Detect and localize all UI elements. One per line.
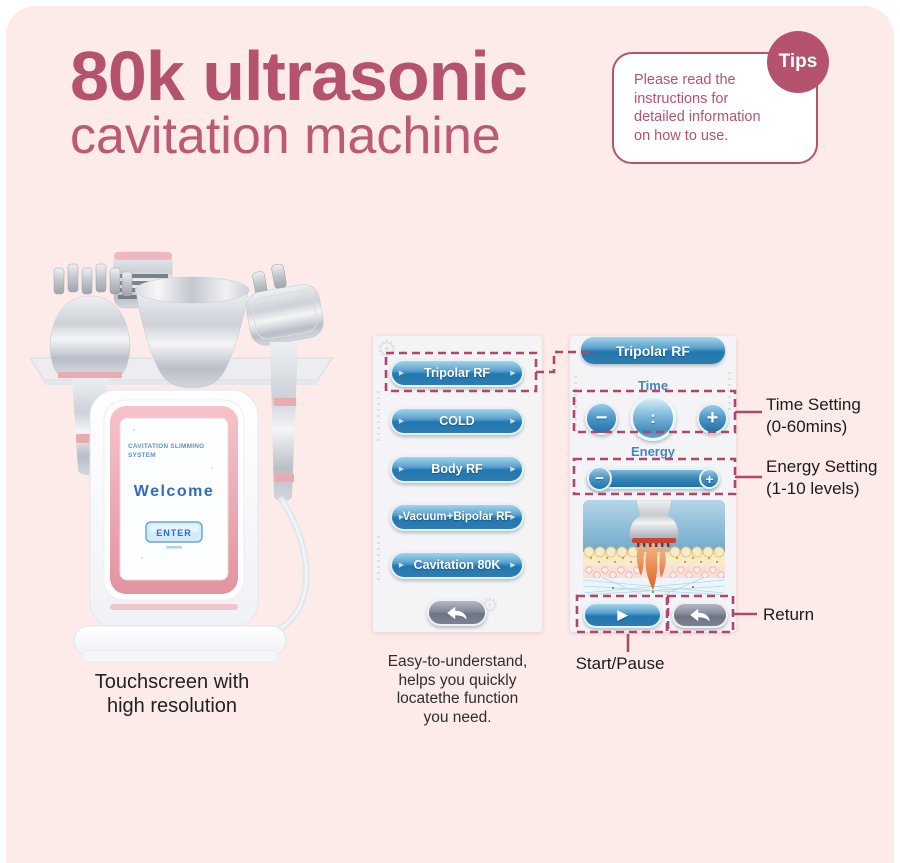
treatment-illustration bbox=[583, 500, 725, 595]
menu-button-cavitation-80k[interactable]: ▸ Cavitation 80K ▸ bbox=[390, 551, 524, 579]
menu-button-cold[interactable]: ▸ COLD ▸ bbox=[390, 407, 524, 435]
time-minus-button[interactable]: − bbox=[585, 402, 618, 435]
pill-arrow-icon: ▸ bbox=[510, 559, 515, 570]
pill-arrow-icon: ▸ bbox=[399, 463, 404, 474]
machine-photo: CAVITATION SLIMMING SYSTEM Welcome ENTER bbox=[22, 238, 342, 668]
plus-icon: + bbox=[705, 470, 714, 487]
machine-caption-line: high resolution bbox=[106, 695, 238, 717]
annotation-line: (1-10 levels) bbox=[766, 478, 860, 498]
menu-button-label: Tripolar RF bbox=[424, 366, 490, 380]
minus-icon: − bbox=[595, 407, 608, 429]
machine-caption: Touchscreen with high resolution bbox=[60, 670, 284, 718]
detail-header-label: Tripolar RF bbox=[616, 342, 690, 359]
circuit-decoration bbox=[377, 536, 380, 582]
menu-button-vacuum-bipolar-rf[interactable]: ▸ Vacuum+Bipolar RF ▸ bbox=[390, 503, 524, 531]
start-pause-button[interactable]: ▶ bbox=[583, 602, 662, 628]
menu-button-label: Cavitation 80K bbox=[413, 558, 501, 572]
time-display-value: : bbox=[650, 408, 656, 427]
pill-arrow-icon: ▸ bbox=[510, 463, 515, 474]
machine-svg: CAVITATION SLIMMING SYSTEM Welcome ENTER bbox=[29, 251, 333, 663]
menu-button-label: COLD bbox=[439, 414, 475, 428]
menu-caption-line: locatethe function bbox=[396, 690, 519, 707]
menu-caption-line: Easy-to-understand, bbox=[387, 653, 528, 670]
probe-head bbox=[629, 500, 679, 539]
menu-screen: ⚙ ⚙ ▸ Tripolar RF ▸ ▸ COLD ▸ ▸ Body RF ▸… bbox=[373, 336, 542, 632]
energy-setting-annotation: Energy Setting (1-10 levels) bbox=[766, 456, 878, 499]
minus-icon: − bbox=[595, 470, 604, 487]
pill-arrow-icon: ▸ bbox=[510, 367, 515, 378]
time-display: : bbox=[630, 395, 676, 441]
pill-arrow-icon: ▸ bbox=[399, 415, 404, 426]
menu-screen-caption: Easy-to-understand, helps you quickly lo… bbox=[374, 653, 541, 727]
gear-icon: ⚙ bbox=[376, 336, 398, 363]
return-button[interactable] bbox=[672, 602, 728, 628]
circuit-decoration bbox=[377, 391, 380, 443]
machine-screen-heading-line1: CAVITATION SLIMMING bbox=[128, 443, 204, 450]
play-icon: ▶ bbox=[617, 607, 628, 622]
pill-arrow-icon: ▸ bbox=[510, 415, 515, 426]
return-annotation: Return bbox=[763, 605, 815, 624]
menu-button-body-rf[interactable]: ▸ Body RF ▸ bbox=[390, 455, 524, 483]
time-plus-button[interactable]: + bbox=[697, 403, 728, 434]
plus-icon: + bbox=[706, 407, 719, 429]
pill-arrow-icon: ▸ bbox=[510, 511, 515, 522]
time-setting-annotation: Time Setting (0-60mins) bbox=[766, 394, 861, 437]
tips-text-line: on how to use. bbox=[634, 127, 729, 144]
machine-enter-button[interactable]: ENTER bbox=[145, 521, 203, 543]
menu-caption-line: helps you quickly bbox=[398, 671, 517, 689]
detail-screen-header: Tripolar RF bbox=[581, 337, 725, 364]
skin-diagram-svg bbox=[583, 500, 725, 595]
energy-label: Energy bbox=[630, 444, 676, 459]
pill-arrow-icon: ▸ bbox=[399, 367, 404, 378]
energy-plus-button[interactable]: + bbox=[699, 468, 720, 489]
machine-welcome-text: Welcome bbox=[134, 483, 214, 500]
menu-button-tripolar-rf[interactable]: ▸ Tripolar RF ▸ bbox=[390, 359, 524, 387]
page-title-line1: 80k ultrasonic bbox=[70, 37, 528, 115]
machine-caption-line: Touchscreen with bbox=[94, 671, 250, 693]
time-label: Time bbox=[637, 378, 669, 393]
tips-text-line: detailed information bbox=[634, 109, 761, 125]
tips-badge: Tips bbox=[767, 31, 829, 93]
tips-text-line: instructions for bbox=[634, 90, 729, 107]
tips-text-line: Please read the bbox=[634, 72, 736, 88]
start-pause-annotation: Start/Pause bbox=[575, 654, 665, 673]
handpiece-bipolar bbox=[245, 263, 324, 502]
menu-button-label: Body RF bbox=[431, 462, 483, 476]
annotation-line: (0-60mins) bbox=[766, 416, 848, 436]
machine-screen-heading-line2: SYSTEM bbox=[128, 452, 156, 459]
menu-back-button[interactable] bbox=[427, 599, 487, 626]
energy-minus-button[interactable]: − bbox=[587, 466, 612, 491]
menu-caption-line: you need. bbox=[423, 708, 492, 726]
annotation-line: Energy Setting bbox=[766, 457, 878, 476]
pill-arrow-icon: ▸ bbox=[399, 511, 404, 522]
annotation-line: Time Setting bbox=[766, 395, 861, 414]
back-arrow-icon bbox=[447, 606, 467, 620]
pill-arrow-icon: ▸ bbox=[399, 559, 404, 570]
page-title-line2: cavitation machine bbox=[70, 107, 501, 165]
back-arrow-icon bbox=[690, 608, 710, 622]
machine-main-unit: CAVITATION SLIMMING SYSTEM Welcome ENTER bbox=[73, 389, 287, 663]
machine-enter-label: ENTER bbox=[156, 528, 192, 538]
menu-button-label: Vacuum+Bipolar RF bbox=[402, 511, 512, 523]
detail-screen: Tripolar RF Time − : + Energy − + bbox=[570, 336, 736, 632]
